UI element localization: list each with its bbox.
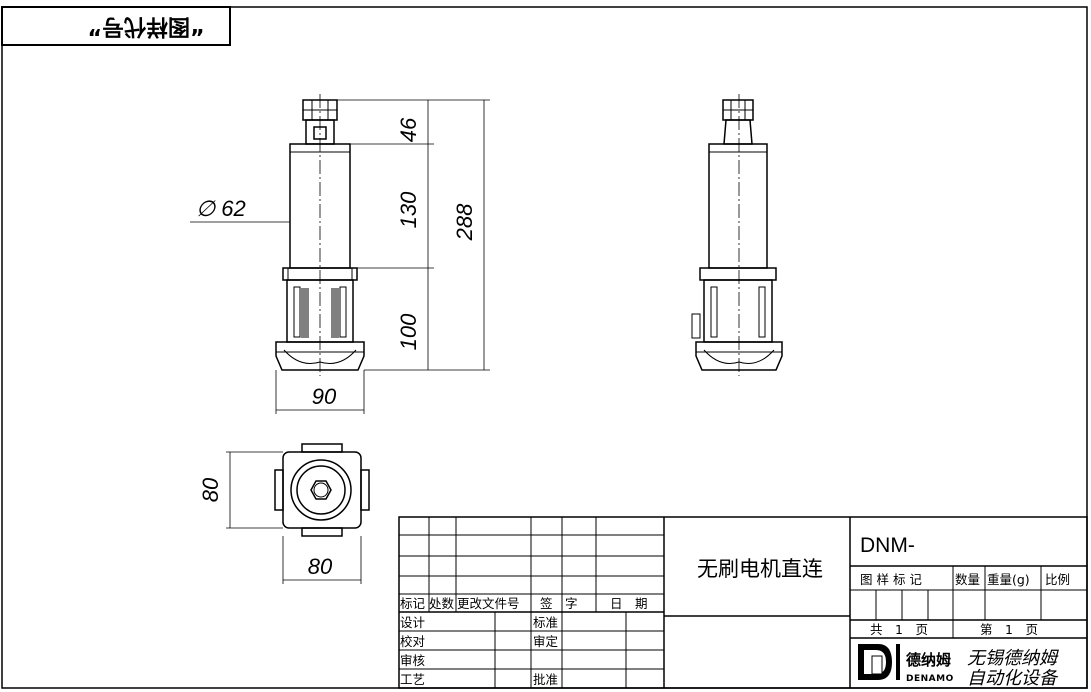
dim-80-side: 80 xyxy=(198,477,223,502)
page-number: 第 1 页 xyxy=(980,622,1038,637)
company-logo: 德纳姆 DENAMO xyxy=(858,644,954,684)
hdr-sign: 签 字 xyxy=(540,596,578,611)
row-check: 校对 xyxy=(400,634,425,649)
dim-90: 90 xyxy=(312,384,337,409)
mid-approve-review: 审定 xyxy=(533,634,558,649)
drawing-frame xyxy=(1,6,1088,689)
dim-100: 100 xyxy=(396,313,421,350)
front-dimensions xyxy=(190,99,490,414)
attr-drawing-mark: 图 样 标 记 xyxy=(860,572,922,587)
hdr-change-doc: 更改文件号 xyxy=(457,596,520,611)
dim-130: 130 xyxy=(396,191,421,228)
side-view xyxy=(691,94,783,376)
mid-standard: 标准 xyxy=(533,615,558,630)
attr-quantity: 数量 xyxy=(955,572,980,587)
mid-approve: 批准 xyxy=(533,672,558,687)
dim-288: 288 xyxy=(452,203,477,241)
front-view xyxy=(275,94,365,376)
product-name: 无刷电机直连 xyxy=(697,557,823,581)
dim-phi62: ∅ 62 xyxy=(196,196,246,221)
logo-text-en: DENAMO xyxy=(906,674,954,684)
dim-46: 46 xyxy=(396,117,421,142)
logo-text-cn: 德纳姆 xyxy=(906,651,951,669)
row-review: 审核 xyxy=(400,653,426,668)
dim-80-bottom: 80 xyxy=(308,554,333,579)
attr-scale: 比例 xyxy=(1045,572,1070,587)
hdr-mark: 标记 xyxy=(400,596,426,611)
top-dimensions xyxy=(226,451,362,584)
hdr-count: 处数 xyxy=(429,596,455,611)
company-line1: 无锡德纳姆 xyxy=(967,648,1059,669)
top-view xyxy=(274,443,370,537)
total-pages: 共 1 页 xyxy=(870,622,928,637)
hdr-date: 日 期 xyxy=(610,596,648,611)
corner-label-box xyxy=(1,6,231,46)
company-line2: 自动化设备 xyxy=(967,668,1059,689)
attr-weight: 重量(g) xyxy=(987,572,1030,587)
title-block xyxy=(398,516,1088,689)
row-design: 设计 xyxy=(400,615,425,630)
row-process: 工艺 xyxy=(400,672,425,687)
drawing-number: DNM- xyxy=(860,534,915,557)
corner-label: “图样代号” xyxy=(88,14,205,40)
